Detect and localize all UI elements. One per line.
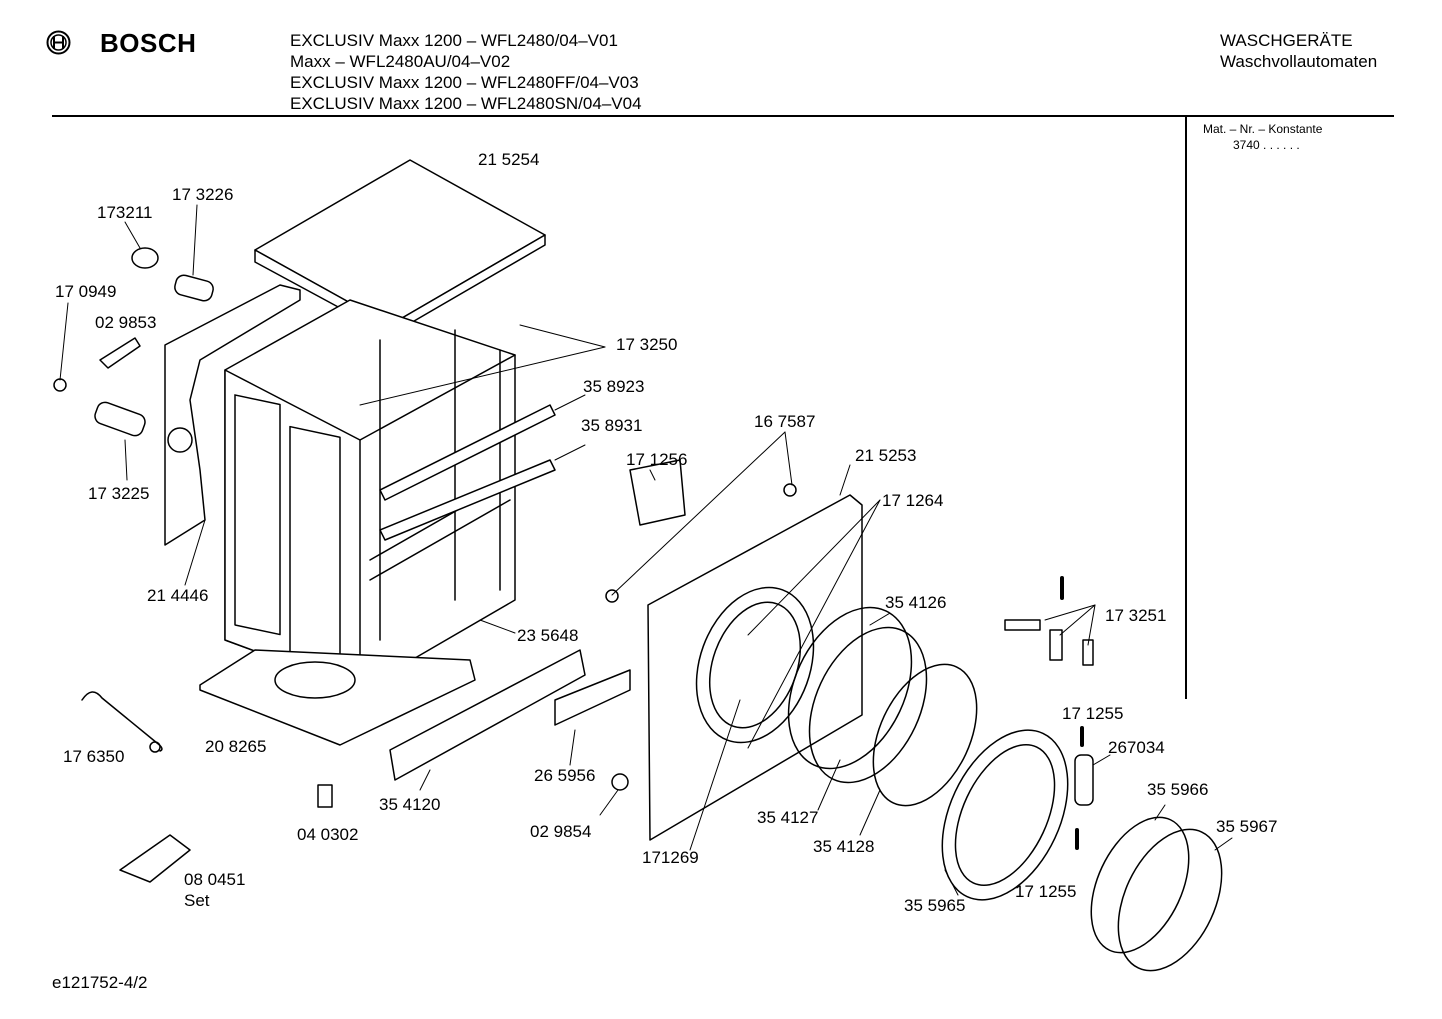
door-assembly <box>787 606 1223 972</box>
part-label: 16 7587 <box>754 412 816 431</box>
part-label: 17 6350 <box>63 747 125 766</box>
part-label: 21 5254 <box>478 150 540 169</box>
top-cover <box>254 159 546 336</box>
leader-lines <box>59 204 1233 896</box>
part-label: 17 1255 <box>1062 704 1124 723</box>
small-parts-left <box>53 247 333 883</box>
part-label: 17 3225 <box>88 484 150 503</box>
sidebar-divider <box>1185 117 1187 699</box>
category-block: WASCHGERÄTE Waschvollautomaten <box>1220 30 1377 72</box>
material-constant: Mat. – Nr. – Konstante 3740 . . . . . . <box>1203 121 1322 153</box>
model-list: EXCLUSIV Maxx 1200 – WFL2480/04–V01 Maxx… <box>290 30 642 114</box>
model-line: EXCLUSIV Maxx 1200 – WFL2480FF/04–V03 <box>290 73 639 92</box>
konstante-value: 3740 . . . . . . <box>1233 138 1300 152</box>
header-divider <box>52 115 1394 117</box>
hinge-parts <box>1004 619 1094 666</box>
part-label: Set <box>184 891 210 910</box>
part-label: 35 4127 <box>757 808 819 827</box>
part-label: 20 8265 <box>205 737 267 756</box>
part-label: 35 4128 <box>813 837 875 856</box>
part-label: 17 3251 <box>1105 606 1167 625</box>
part-label: 21 5253 <box>855 446 917 465</box>
bosch-logo-icon <box>46 30 71 55</box>
part-label: 35 4126 <box>885 593 947 612</box>
part-label: 17 1255 <box>1015 882 1077 901</box>
part-label: 35 4120 <box>379 795 441 814</box>
part-label: 17 1256 <box>626 450 688 469</box>
model-line: EXCLUSIV Maxx 1200 – WFL2480/04–V01 <box>290 31 618 50</box>
part-label: 02 9854 <box>530 822 592 841</box>
drawing-code: e121752-4/2 <box>52 973 148 992</box>
cross-rails <box>379 404 556 541</box>
category-subtitle: Waschvollautomaten <box>1220 52 1378 71</box>
part-label: 26 5956 <box>534 766 596 785</box>
part-label: 21 4446 <box>147 586 209 605</box>
category-title: WASCHGERÄTE <box>1220 31 1353 50</box>
part-label: 35 8931 <box>581 416 643 435</box>
base-tray <box>199 649 476 746</box>
part-label: 173211 <box>97 203 153 222</box>
model-line: EXCLUSIV Maxx 1200 – WFL2480SN/04–V04 <box>290 94 642 113</box>
cabinet-frame <box>224 299 516 691</box>
part-label: 17 3226 <box>172 185 234 204</box>
part-label: 267034 <box>1108 738 1165 757</box>
part-label: 35 5967 <box>1216 817 1278 836</box>
part-label: 171269 <box>642 848 699 867</box>
part-label: 35 8923 <box>583 377 645 396</box>
model-line: Maxx – WFL2480AU/04–V02 <box>290 52 511 71</box>
part-label: 08 0451 <box>184 870 246 889</box>
part-label: 02 9853 <box>95 313 157 332</box>
part-label: 17 3250 <box>616 335 678 354</box>
part-label: 35 5965 <box>904 896 966 915</box>
konstante-label: Mat. – Nr. – Konstante <box>1203 122 1323 136</box>
part-label: 17 0949 <box>55 282 117 301</box>
brand-name: BOSCH <box>100 28 197 58</box>
part-label: 23 5648 <box>517 626 579 645</box>
part-label: 04 0302 <box>297 825 359 844</box>
back-panel <box>164 284 301 546</box>
control-panel-strip <box>389 459 686 791</box>
front-panel <box>605 483 863 841</box>
part-label: 17 1264 <box>882 491 944 510</box>
part-label: 35 5966 <box>1147 780 1209 799</box>
